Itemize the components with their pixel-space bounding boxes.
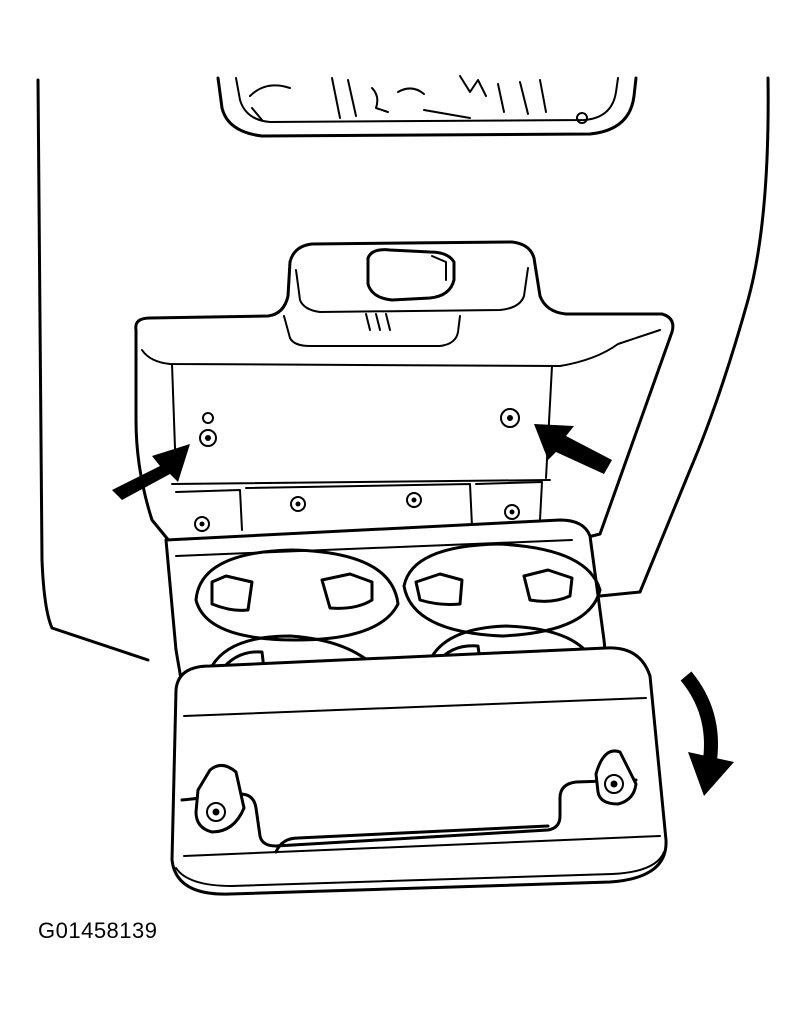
console-housing bbox=[36, 76, 770, 662]
panel-screw-left bbox=[199, 412, 217, 447]
cup-holder-mounting-panel bbox=[134, 240, 675, 544]
figure-identifier: G01458139 bbox=[38, 918, 158, 943]
cup-holder-assembly bbox=[164, 518, 668, 896]
mounting-bracket bbox=[171, 479, 551, 532]
arrow-right-icon bbox=[534, 424, 612, 474]
rotation-arrow-icon bbox=[680, 671, 734, 796]
upper-console-opening bbox=[216, 75, 638, 138]
arrow-left-icon bbox=[112, 444, 190, 500]
panel-screw-right bbox=[500, 408, 520, 428]
